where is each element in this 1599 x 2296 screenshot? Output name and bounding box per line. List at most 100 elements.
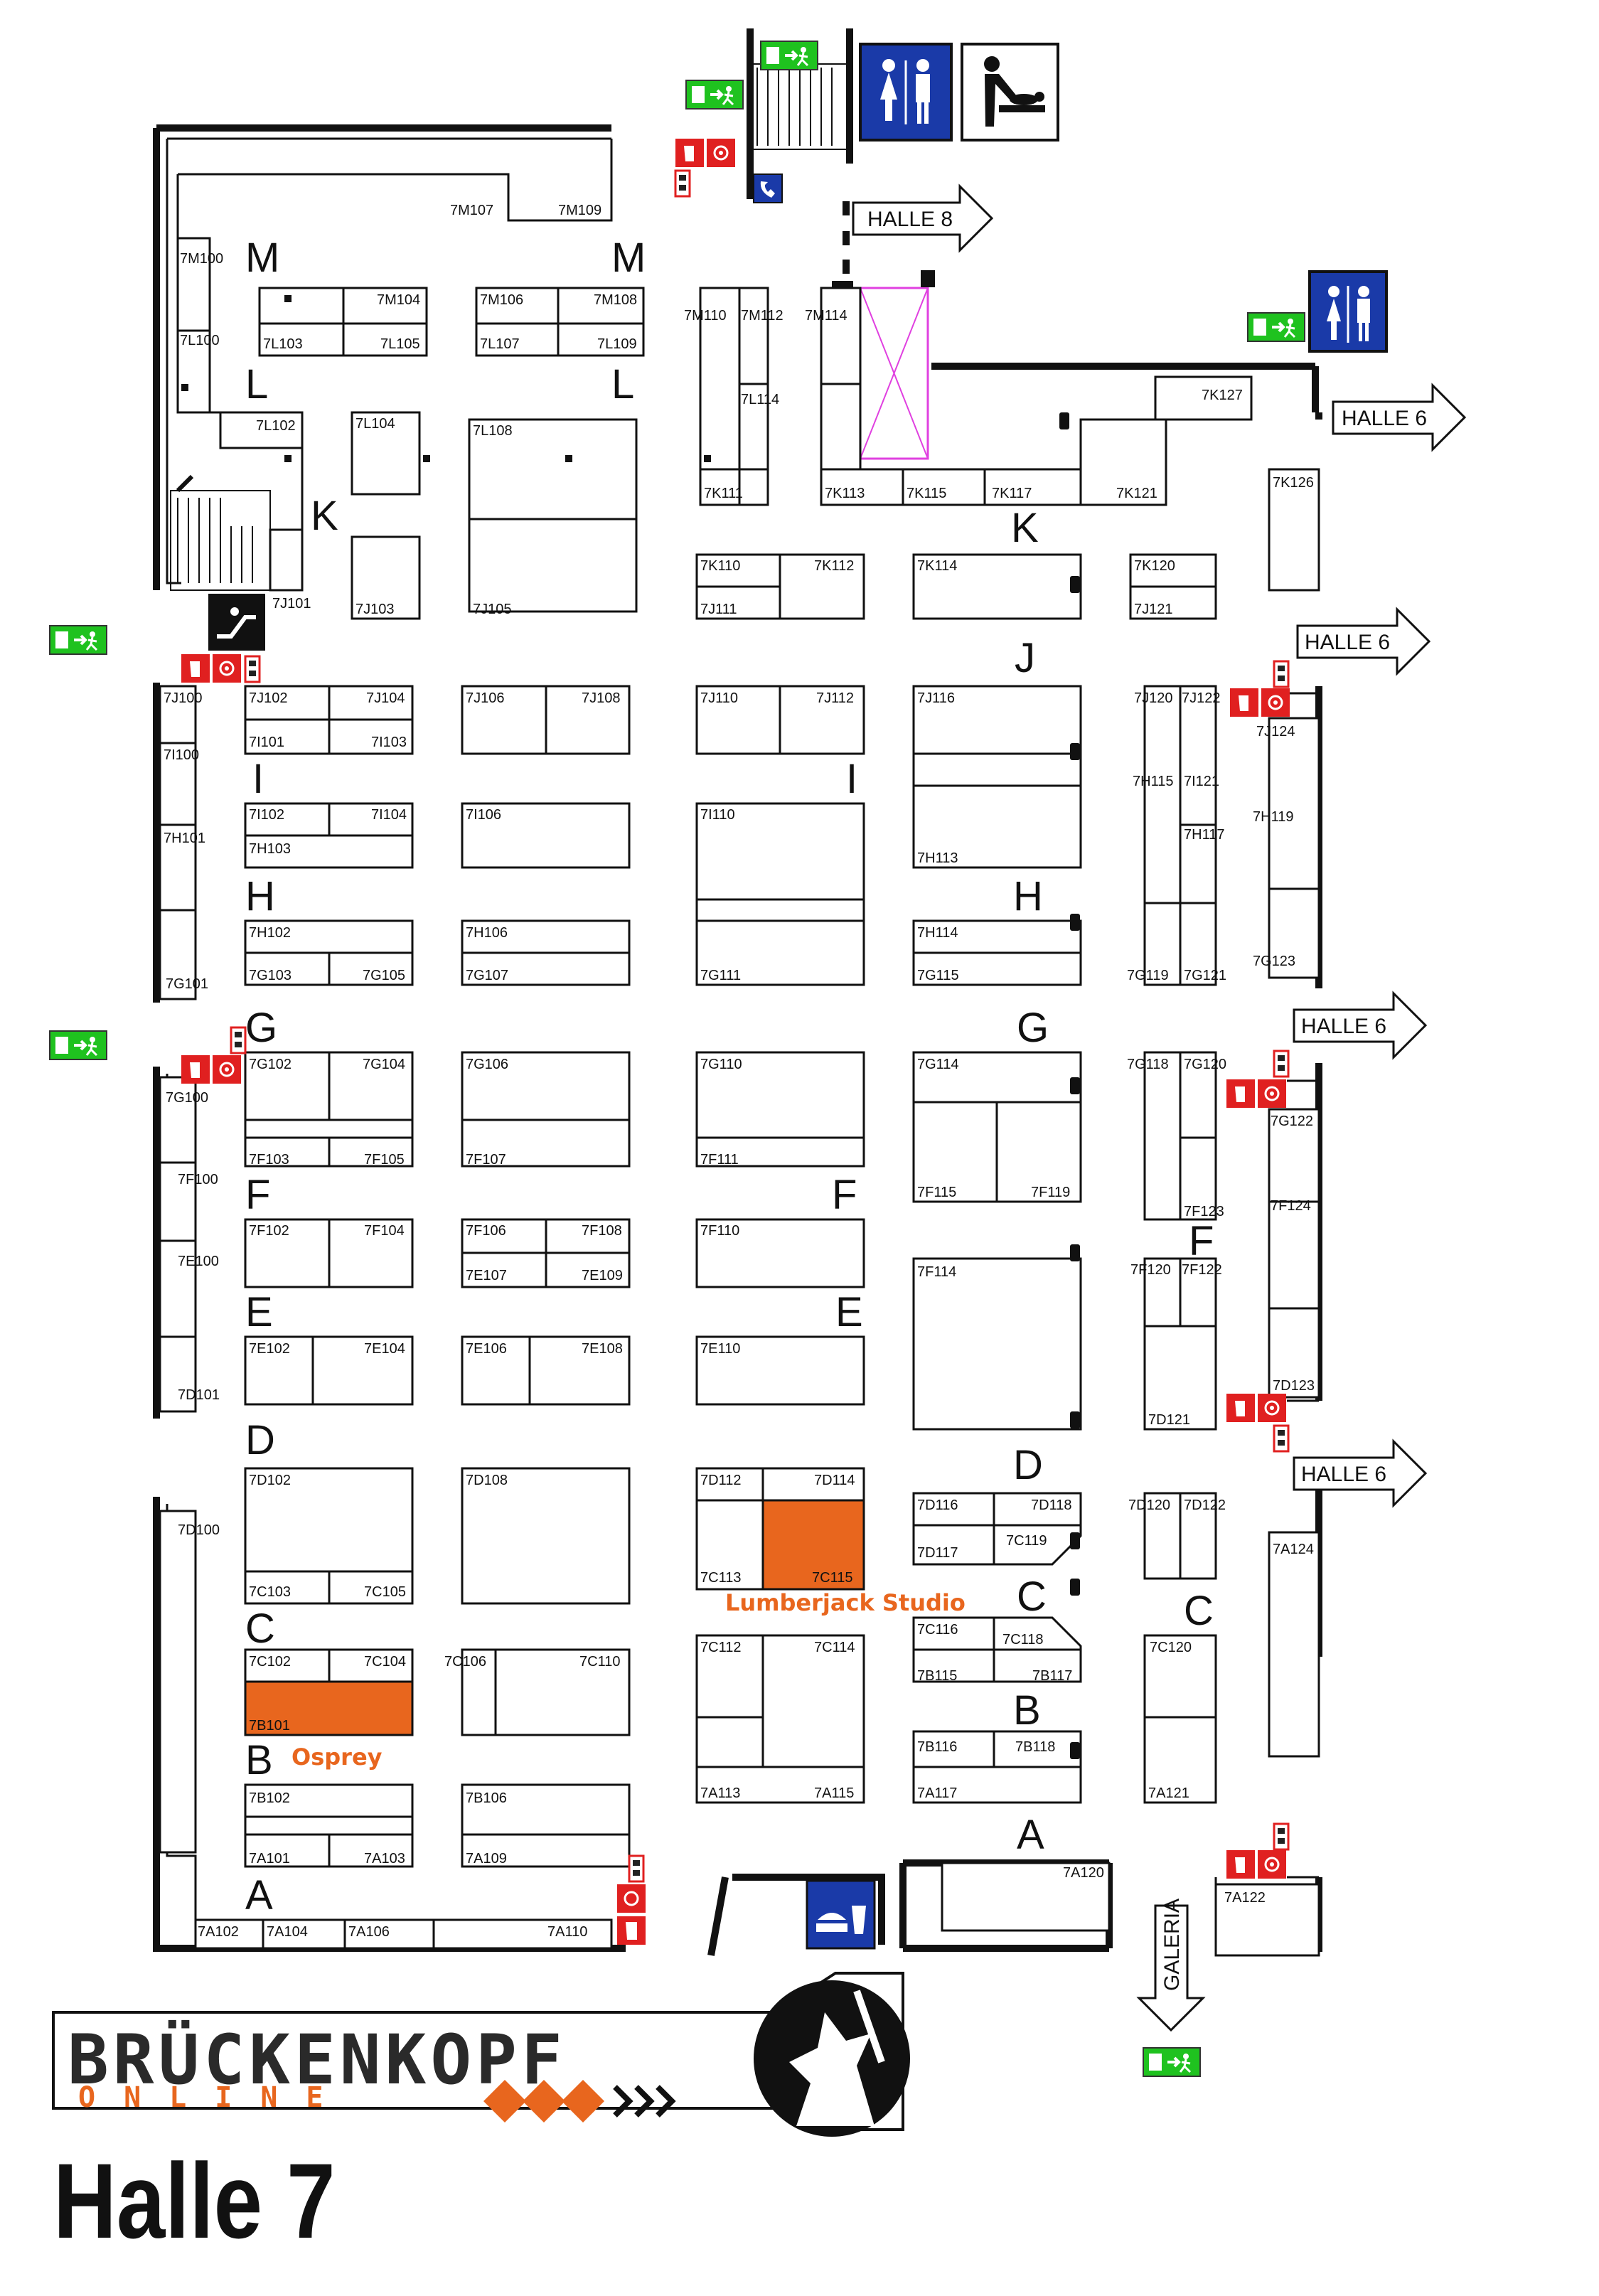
booth-label: 7C116: [917, 1622, 958, 1638]
booth-label: 7E110: [700, 1341, 740, 1357]
booth-7L104: [351, 411, 421, 496]
booth-7D123: [1268, 1307, 1320, 1399]
booth-label: 7K114: [917, 558, 957, 574]
booth-label: 7H103: [249, 841, 291, 857]
booth-label: 7I103: [371, 735, 407, 750]
telephone-icon: [753, 173, 783, 203]
booth-label: 7E107: [466, 1268, 507, 1283]
booth-label: 7F100: [178, 1172, 218, 1187]
label-halle-6: HALLE 6: [1301, 1463, 1386, 1486]
booth-label: 7G101: [166, 976, 208, 992]
booth-label: 7F111: [700, 1152, 739, 1168]
brueckenkopf-logo: BRÜCKENKOPF ONLINE: [52, 1972, 910, 2137]
booth-7F110: [695, 1218, 865, 1288]
direction-labels: HALLE 8 HALLE 6 HALLE 6 HALLE 6 HALLE 6 …: [867, 208, 1427, 1991]
booth-label: 7A113: [700, 1785, 740, 1801]
row-letter-l: L: [611, 361, 634, 407]
row-letter-b: B: [1013, 1687, 1041, 1734]
booth-7J124: [1268, 717, 1320, 890]
booth-label: 7A109: [466, 1851, 507, 1867]
booth-label: 7K111: [704, 486, 743, 501]
emergency-exit-icon: [759, 40, 819, 71]
booth-label: 7H119: [1253, 809, 1293, 825]
booth-7J116: [912, 685, 1082, 869]
booth-label: 7K126: [1273, 475, 1314, 491]
booth-7K121: [1079, 418, 1167, 506]
booth-label: 7D117: [917, 1545, 958, 1561]
booth-label: 7A103: [364, 1851, 405, 1867]
booth-label: 7F104: [364, 1223, 405, 1239]
booth-label: 7D102: [249, 1473, 291, 1488]
booth-label: 7J121: [1134, 602, 1173, 617]
row-letter-c: C: [1184, 1588, 1214, 1634]
booth-label: 7L104: [355, 416, 395, 432]
booth-label: 7M112: [741, 308, 784, 324]
booth-label: 7I110: [700, 807, 735, 823]
booth-label: 7G119: [1127, 968, 1169, 983]
booth-label: 7C118: [1002, 1632, 1043, 1648]
booth-7B106: [461, 1783, 631, 1868]
booth-label: 7D120: [1128, 1497, 1170, 1513]
booth-label: 7B102: [249, 1790, 290, 1806]
booth-7G106: [461, 1051, 631, 1168]
label-galeria: GALERIA: [1160, 1899, 1184, 1991]
booth-label: 7G106: [466, 1057, 508, 1072]
emergency-exit-icon: [48, 624, 108, 656]
booth-label: 7A102: [198, 1924, 239, 1940]
booth-label: 7B101: [249, 1718, 290, 1734]
booth-7G101: [159, 909, 197, 1000]
booth-7E100: [159, 1239, 197, 1338]
label-halle-6: HALLE 6: [1301, 1015, 1386, 1038]
booth-label: 7J104: [366, 690, 405, 706]
booth-label: 7C115: [812, 1570, 852, 1586]
label-halle-8: HALLE 8: [867, 208, 953, 231]
booth-7I106: [461, 802, 631, 869]
booth-label: 7F105: [364, 1152, 405, 1168]
booth-7J101: [269, 528, 304, 592]
booth-label: 7J102: [249, 690, 288, 706]
booth-label: 7G104: [363, 1057, 405, 1072]
hall-title: Halle 7: [53, 2141, 336, 2260]
arrow-halle-6: [1293, 1438, 1428, 1508]
booth-7L100: [176, 329, 211, 414]
fire-alarm-icon: [1273, 660, 1290, 688]
row-letter-k: K: [311, 493, 338, 539]
row-letter-h: H: [245, 873, 275, 919]
booth-label: 7A121: [1148, 1785, 1189, 1801]
booth-7A124: [1268, 1531, 1320, 1758]
booth-label: 7F115: [917, 1185, 956, 1200]
booth-7M106: [475, 287, 645, 357]
logo-subtitle: ONLINE: [78, 2081, 352, 2114]
booth-label: 7K112: [814, 558, 854, 574]
booth-label: 7C113: [700, 1570, 741, 1586]
logo-wordmark: BRÜCKENKOPF: [68, 2019, 567, 2100]
booth-7C112: [695, 1634, 865, 1804]
booth-label: 7F114: [917, 1264, 956, 1280]
row-letter-b: B: [245, 1737, 273, 1783]
booth-label: 7J105: [473, 602, 512, 617]
booth-label: 7J100: [164, 690, 203, 706]
row-letter-f: F: [245, 1172, 270, 1218]
booth-label: 7K121: [1116, 486, 1157, 501]
booth-label: 7D118: [1031, 1497, 1071, 1513]
booth-label: 7L108: [473, 423, 513, 439]
booth-label: 7H106: [466, 925, 508, 941]
emergency-exit-icon: [1246, 311, 1306, 343]
booth-label: 7G123: [1253, 954, 1295, 969]
booth-label: 7L109: [597, 336, 637, 352]
row-letter-f: F: [832, 1172, 857, 1218]
row-letter-c: C: [1017, 1574, 1047, 1620]
booth-label: 7K127: [1202, 388, 1243, 403]
booth-label: 7F108: [582, 1223, 622, 1239]
arrow-halle-6: [1293, 991, 1428, 1060]
booth-label: 7K110: [700, 558, 740, 574]
row-letter-m: M: [245, 235, 279, 281]
booth-label: 7M114: [805, 308, 847, 324]
booth-label: 7K113: [825, 486, 865, 501]
booth-7E106: [461, 1335, 631, 1406]
booth-label: 7C112: [700, 1640, 741, 1655]
booth-label: 7B117: [1032, 1668, 1072, 1684]
fire-extinguisher-icon: [1225, 1849, 1288, 1880]
booth-7A102-strip: [194, 1918, 613, 1950]
booth-label: 7D121: [1148, 1412, 1190, 1428]
